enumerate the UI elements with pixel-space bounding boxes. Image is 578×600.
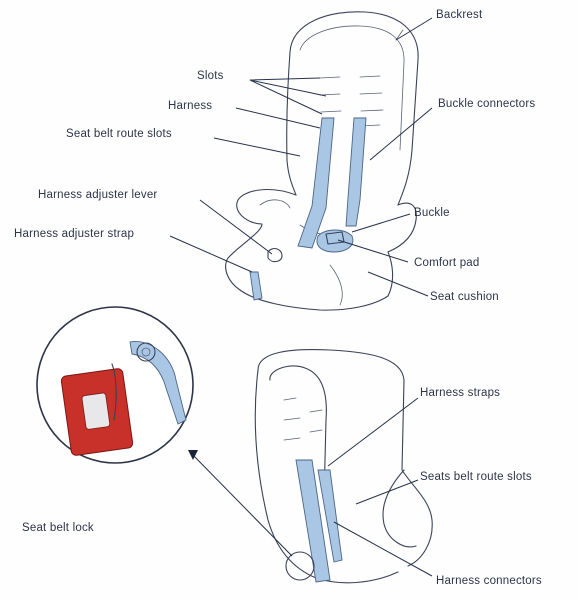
adjuster-lever-shape — [268, 249, 282, 262]
harness-strap-left — [298, 118, 334, 248]
label-slots: Slots — [197, 69, 224, 83]
label-harness-connectors: Harness connectors — [436, 574, 542, 588]
seat-belt-lock-callout — [37, 307, 292, 556]
top-leader-lines — [170, 18, 432, 296]
side-seat-outline — [258, 350, 432, 566]
adjuster-strap-shape — [250, 272, 262, 300]
label-harness-straps: Harness straps — [420, 386, 500, 400]
label-buckle: Buckle — [414, 206, 450, 220]
harness-strap-right — [346, 118, 366, 226]
front-view-seat — [226, 12, 418, 310]
left-wing-shape — [226, 190, 388, 311]
label-harness-adjuster-strap: Harness adjuster strap — [14, 227, 134, 241]
lock-callout-circle — [286, 552, 314, 580]
label-seats-belt-route-slots-bottom: Seats belt route slots — [420, 470, 532, 484]
bottom-leader-lines — [328, 398, 432, 576]
label-seat-belt-lock: Seat belt lock — [22, 521, 94, 535]
label-buckle-connectors: Buckle connectors — [438, 97, 535, 111]
label-harness-adjuster-lever: Harness adjuster lever — [38, 188, 157, 202]
label-seat-belt-route-slots-top: Seat belt route slots — [66, 127, 172, 141]
label-seat-cushion: Seat cushion — [430, 290, 499, 304]
label-comfort-pad: Comfort pad — [414, 256, 479, 270]
label-harness: Harness — [168, 99, 212, 113]
label-backrest: Backrest — [436, 8, 482, 22]
side-view-seat — [255, 350, 432, 583]
